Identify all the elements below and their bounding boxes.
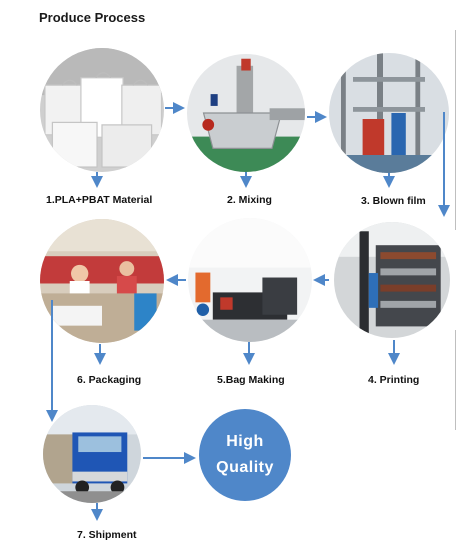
step-7-label: 7. Shipment [77, 529, 137, 541]
badge-line-2: Quality [216, 459, 274, 476]
badge-line-1: High [226, 433, 264, 450]
high-quality-badge: High Quality [199, 409, 291, 501]
step-2-photo [187, 54, 305, 172]
step-6-label: 6. Packaging [77, 374, 142, 386]
right-edge-line [455, 30, 456, 230]
step-1-label: 1.PLA+PBAT Material [46, 194, 153, 206]
right-edge-line-lower [455, 330, 456, 430]
page-title: Produce Process [39, 10, 146, 25]
step-4-label: 4. Printing [368, 374, 420, 386]
step-1-photo [40, 48, 164, 172]
step-2-label: 2. Mixing [227, 194, 272, 206]
step-4-photo [334, 222, 450, 338]
step-3-label: 3. Blown film [361, 195, 426, 207]
step-5-label: 5.Bag Making [217, 374, 285, 386]
step-3-photo [329, 53, 449, 173]
